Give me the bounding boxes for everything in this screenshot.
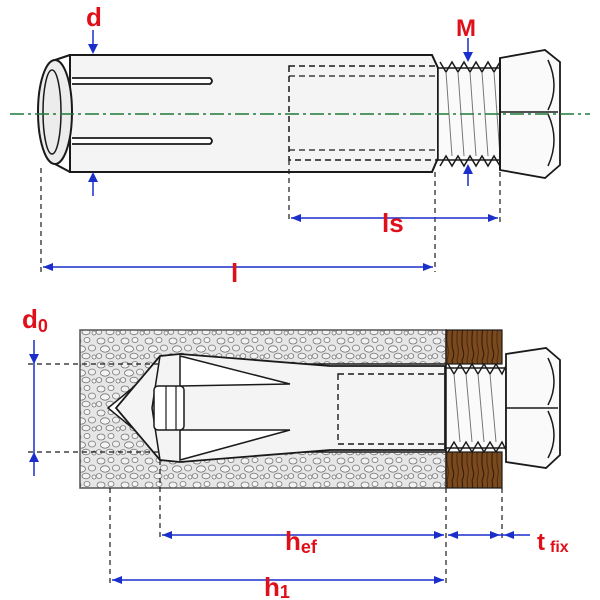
fixture-upper (445, 329, 503, 365)
label-l: l (231, 258, 238, 288)
cone-upper (179, 355, 291, 387)
bolt-thread-bottom (445, 362, 507, 454)
label-M: M (456, 15, 476, 42)
label-ls: ls (382, 208, 404, 238)
dim-hef (162, 531, 444, 539)
bolt-head-bottom (505, 347, 561, 469)
label-h1-sub: 1 (280, 582, 290, 600)
label-h1: h1 (264, 572, 290, 600)
expansion-slot-lower (72, 137, 213, 145)
label-d: d (86, 2, 102, 32)
label-d0-sub: 0 (38, 316, 48, 336)
dim-tfix (448, 531, 530, 539)
cone-lower (179, 429, 291, 461)
dim-h1 (112, 576, 444, 584)
label-tfix-sub: fix (550, 539, 569, 556)
label-tfix-main: t (537, 529, 545, 556)
dim-l (43, 263, 433, 271)
label-d0: d0 (22, 304, 48, 336)
label-hef-main: h (285, 526, 301, 556)
label-d0-main: d (22, 304, 38, 334)
expansion-slot-upper (72, 77, 213, 85)
dim-ls (291, 214, 498, 222)
dim-M (463, 38, 473, 186)
cone-core (153, 385, 185, 431)
label-hef-sub: ef (301, 537, 318, 557)
label-hef: hef (285, 526, 318, 557)
dim-d0 (29, 340, 39, 476)
dim-d (88, 30, 98, 196)
label-h1-main: h (264, 572, 280, 600)
fixture-lower (445, 451, 503, 489)
top-figure: d M ls l (10, 2, 590, 288)
